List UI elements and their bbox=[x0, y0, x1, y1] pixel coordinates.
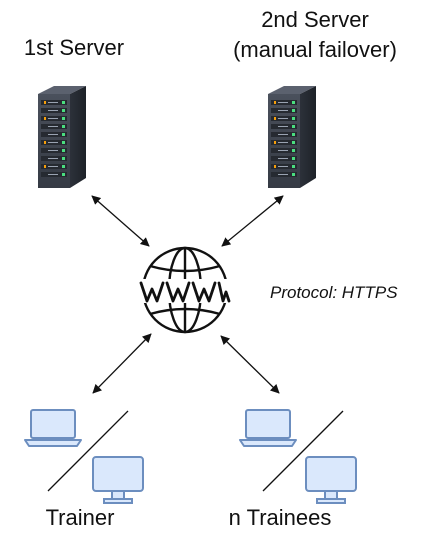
trainees-label: n Trainees bbox=[228, 505, 332, 530]
trainer-label: Trainer bbox=[45, 505, 115, 530]
server-2-label-line-1: 2nd Server bbox=[261, 7, 369, 32]
server-2-label: 2nd Server (manual failover) bbox=[190, 5, 440, 64]
server-rack-icon bbox=[268, 86, 316, 188]
www-globe-icon bbox=[139, 246, 231, 334]
laptop-icon bbox=[239, 409, 297, 447]
trainees-devices bbox=[239, 409, 357, 504]
connection-internet-trainer bbox=[92, 333, 152, 394]
laptop-icon bbox=[24, 409, 82, 447]
desktop-monitor-icon bbox=[305, 456, 357, 504]
server-1-label: 1st Server bbox=[23, 35, 125, 60]
protocol-label: Protocol: HTTPS bbox=[270, 283, 398, 302]
server-2-label-line-2: (manual failover) bbox=[233, 36, 397, 62]
server-rack-icon bbox=[38, 86, 86, 188]
trainer-devices bbox=[24, 409, 144, 504]
connection-server2-internet bbox=[221, 195, 284, 247]
connection-server1-internet bbox=[91, 195, 150, 247]
device-divider bbox=[47, 410, 129, 492]
connection-internet-trainees bbox=[220, 335, 280, 394]
desktop-monitor-icon bbox=[92, 456, 144, 504]
device-divider bbox=[262, 410, 344, 492]
